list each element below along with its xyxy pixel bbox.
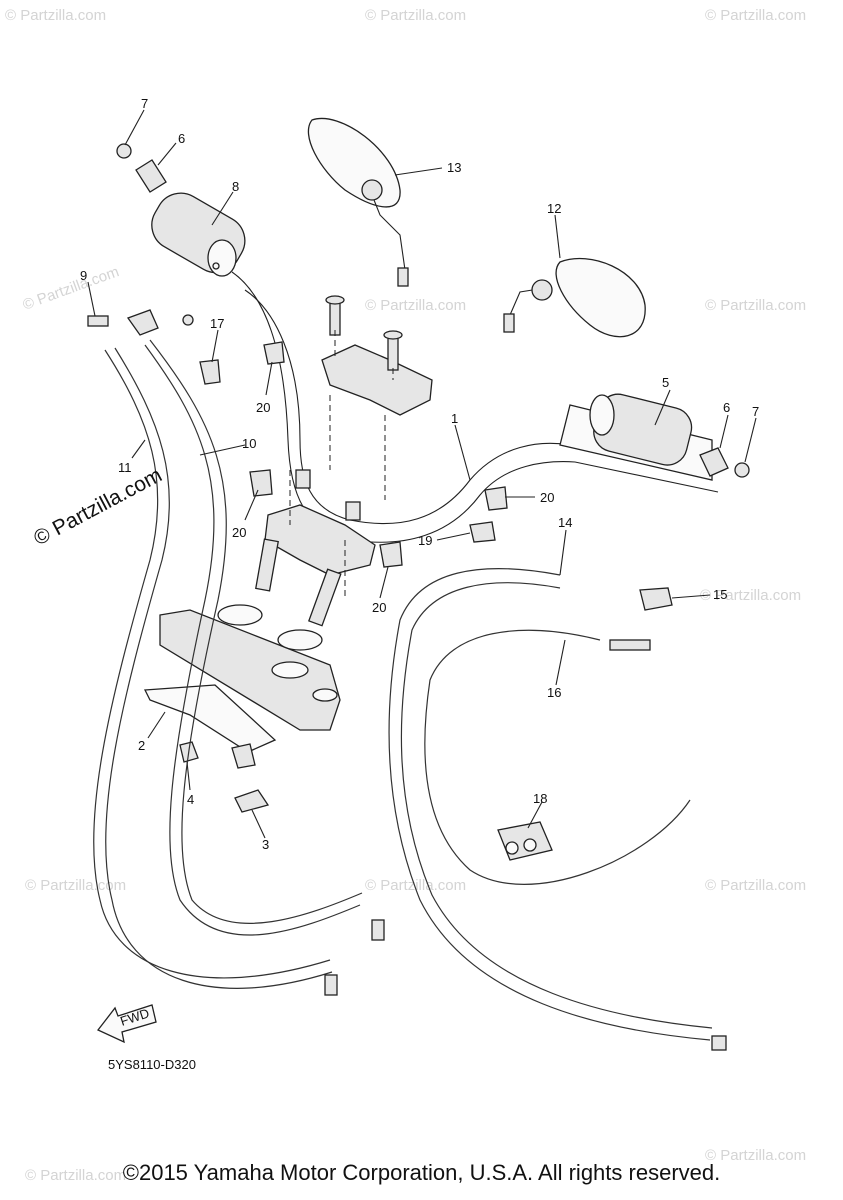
right-grip — [559, 393, 713, 481]
callout-18: 19 — [418, 533, 432, 548]
callout-7-right: 7 — [752, 404, 759, 419]
callout-20-d: 20 — [372, 600, 386, 615]
callout-14: 12 — [547, 201, 561, 216]
mirror-right — [503, 257, 646, 338]
watermark: © Partzilla.com — [705, 1147, 806, 1164]
watermark-layer: © Partzilla.com © Partzilla.com © Partzi… — [5, 7, 806, 1184]
callout-16: 16 — [547, 685, 561, 700]
watermark: © Partzilla.com — [21, 263, 122, 314]
watermark: © Partzilla.com — [25, 877, 126, 894]
callout-4: 4 — [187, 792, 194, 807]
callout-20-b: 20 — [540, 490, 554, 505]
watermark: © Partzilla.com — [705, 7, 806, 24]
watermark: © Partzilla.com — [365, 7, 466, 24]
mirror-left — [307, 117, 409, 287]
callout-11: 9 — [80, 268, 87, 283]
throttle-cables — [93, 339, 385, 996]
callout-19: 17 — [210, 316, 224, 331]
callout-20: 20 — [256, 400, 270, 415]
callout-15: 13 — [447, 160, 461, 175]
upper-holder — [321, 295, 433, 416]
watermark: © Partzilla.com — [700, 587, 801, 604]
upper-bracket — [159, 604, 341, 731]
watermark: © Partzilla.com — [365, 297, 466, 314]
callouts: 7 6 8 13 12 9 17 20 5 6 7 1 10 11 20 20 … — [80, 96, 759, 852]
watermark: © Partzilla.com — [5, 7, 106, 24]
callout-5: 5 — [662, 375, 669, 390]
callout-6: 6 — [178, 131, 185, 146]
fwd-arrow: FWD — [96, 1004, 157, 1044]
bar-end-right — [699, 447, 750, 478]
callout-12: 14 — [558, 515, 572, 530]
callout-8: 8 — [232, 179, 239, 194]
watermark: © Partzilla.com — [365, 877, 466, 894]
left-switch-bracket — [87, 309, 194, 336]
clutch-cable — [388, 568, 727, 1051]
copyright-notice: ©2015 Yamaha Motor Corporation, U.S.A. A… — [122, 1160, 721, 1185]
callout-10: 11 — [118, 460, 132, 475]
cable-guide — [143, 684, 277, 813]
callout-9: 10 — [242, 436, 256, 451]
watermark: © Partzilla.com — [705, 877, 806, 894]
callout-6-right: 6 — [723, 400, 730, 415]
watermark: © Partzilla.com — [25, 1167, 126, 1184]
diagram-code: 5YS8110-D320 — [108, 1057, 196, 1072]
left-grip — [116, 143, 246, 277]
callout-1: 1 — [451, 411, 458, 426]
callout-17: 18 — [533, 791, 547, 806]
leader-lines — [87, 109, 757, 839]
cable-holder — [497, 821, 553, 861]
callout-7: 7 — [141, 96, 148, 111]
lower-holder — [255, 504, 376, 627]
callout-3: 3 — [262, 837, 269, 852]
clamps — [199, 341, 508, 568]
callout-2: 2 — [138, 738, 145, 753]
callout-20-c: 20 — [232, 525, 246, 540]
callout-13: 15 — [713, 587, 727, 602]
watermark: © Partzilla.com — [705, 297, 806, 314]
